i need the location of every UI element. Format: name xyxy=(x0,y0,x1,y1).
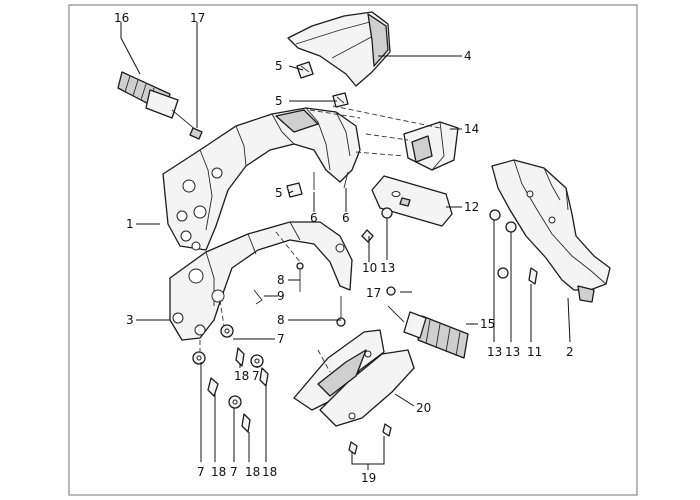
callout-20: 20 xyxy=(416,401,431,415)
clip-nut-upper xyxy=(296,61,314,79)
callout-18-bottom-c: 18 xyxy=(262,465,277,479)
seat-cover xyxy=(287,11,391,87)
callout-18-upper: 18 xyxy=(234,369,249,383)
callout-12: 12 xyxy=(464,200,479,214)
callout-7-bottom-a: 7 xyxy=(197,465,205,479)
alignment-lines xyxy=(199,105,441,373)
callout-labels: 16 17 4 5 5 5 14 12 1 6 6 3 8 9 8 7 10 1… xyxy=(114,11,574,485)
leader-lines xyxy=(120,22,571,470)
callout-8-lower: 8 xyxy=(277,313,285,327)
callout-10: 10 xyxy=(362,261,377,275)
reflector-plate xyxy=(371,175,453,227)
callout-17-mid: 17 xyxy=(366,286,381,300)
callout-16: 16 xyxy=(114,11,129,25)
callout-8-upper: 8 xyxy=(277,273,285,287)
callout-2: 2 xyxy=(566,345,574,359)
callout-14: 14 xyxy=(464,122,479,136)
callout-5-upper: 5 xyxy=(275,59,283,73)
diagram-frame xyxy=(68,4,638,496)
callout-11: 11 xyxy=(527,345,542,359)
callout-3: 3 xyxy=(126,313,134,327)
callout-5-middle: 5 xyxy=(275,94,283,108)
step-plate xyxy=(293,329,415,427)
clip-nut-middle xyxy=(332,92,349,108)
clip-nut-lower xyxy=(286,182,303,198)
tail-light-unit xyxy=(403,121,459,171)
callout-1: 1 xyxy=(126,217,134,231)
callout-6-right: 6 xyxy=(342,211,350,225)
left-hand-grip xyxy=(117,71,203,140)
callout-18-bottom-b: 18 xyxy=(245,465,260,479)
callout-15: 15 xyxy=(480,317,495,331)
right-side-frame xyxy=(491,159,611,303)
callout-7-right: 7 xyxy=(277,332,285,346)
callout-13-right-b: 13 xyxy=(505,345,520,359)
callout-13-left: 13 xyxy=(380,261,395,275)
rear-frame-body xyxy=(162,107,361,251)
callout-19: 19 xyxy=(361,471,376,485)
callout-6-left: 6 xyxy=(310,211,318,225)
right-hand-grip xyxy=(387,305,469,359)
callout-17-top: 17 xyxy=(190,11,205,25)
callout-13-right-a: 13 xyxy=(487,345,502,359)
lower-frame xyxy=(169,221,353,341)
callout-7-upper: 7 xyxy=(252,369,260,383)
callout-7-bottom-b: 7 xyxy=(230,465,238,479)
callout-5-lower: 5 xyxy=(275,186,283,200)
callout-4: 4 xyxy=(464,49,472,63)
callout-9: 9 xyxy=(277,289,285,303)
callout-18-bottom-a: 18 xyxy=(211,465,226,479)
